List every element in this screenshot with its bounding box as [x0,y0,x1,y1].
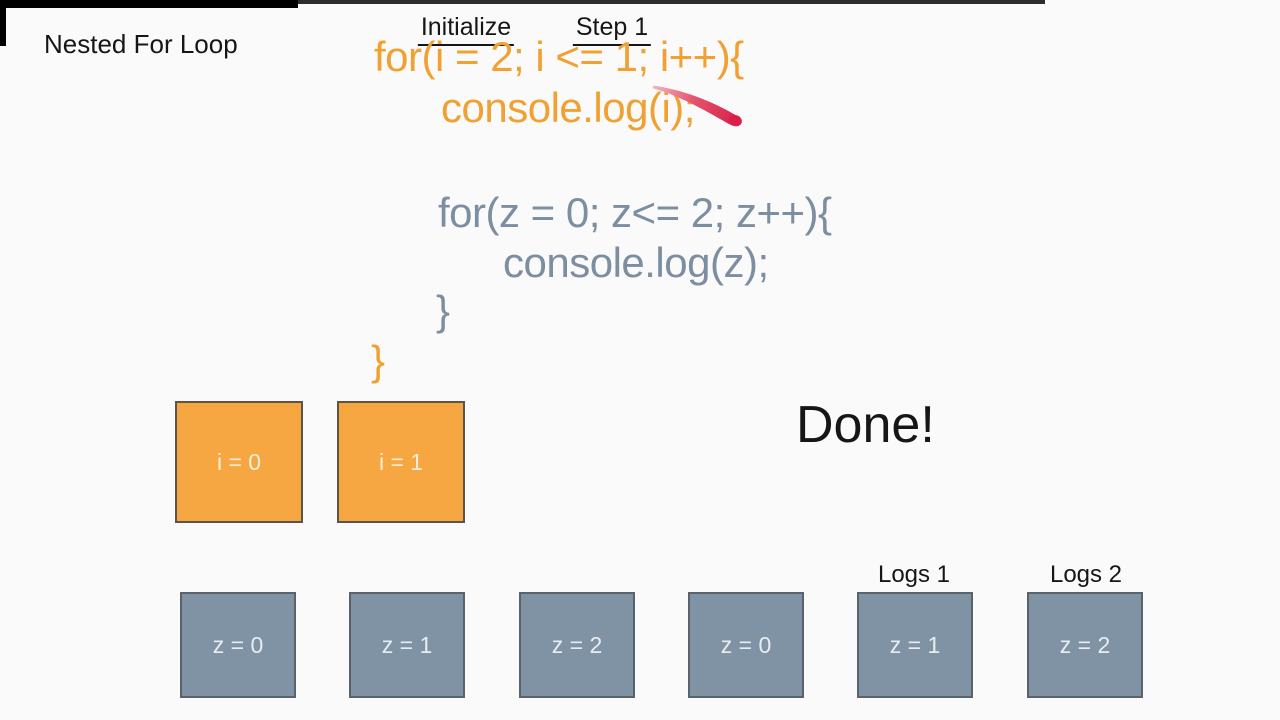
code-outer-for-line: for(i = 2; i <= 1; i++){ [374,33,744,80]
z-box-1: z = 1 [349,592,465,698]
z-box-2-label: z = 2 [551,631,603,658]
z-box-3-label: z = 0 [720,631,772,658]
code-inner-close-brace: } [436,287,450,334]
z-box-1-label: z = 1 [381,631,433,658]
z-box-4: z = 1 [857,592,973,698]
z-box-4-label: z = 1 [889,631,941,658]
page-title: Nested For Loop [44,29,238,59]
initialize-label: Initialize [417,13,515,46]
code-outer-close-brace: } [371,337,385,384]
code-inner-log-line: console.log(z); [503,239,769,286]
letterbox-top-left-bar [0,0,298,8]
z-box-0: z = 0 [180,592,296,698]
letterbox-top-bar [0,0,1045,4]
code-inner-for-line: for(z = 0; z<= 2; z++){ [438,189,832,236]
code-outer-log-line: console.log(i); [441,84,695,131]
z-box-5-label: z = 2 [1059,631,1111,658]
i-box-1-label: i = 1 [378,448,424,475]
i-box-0-label: i = 0 [216,448,262,475]
logs-2-label: Logs 2 [1049,561,1123,588]
letterbox-left-bar [0,0,6,46]
z-box-3: z = 0 [688,592,804,698]
logs-1-label: Logs 1 [877,561,951,588]
step-1-label: Step 1 [572,13,652,46]
z-box-5: z = 2 [1027,592,1143,698]
z-box-2: z = 2 [519,592,635,698]
i-box-1: i = 1 [337,401,465,523]
i-box-0: i = 0 [175,401,303,523]
z-box-0-label: z = 0 [212,631,264,658]
done-label: Done! [796,396,935,454]
